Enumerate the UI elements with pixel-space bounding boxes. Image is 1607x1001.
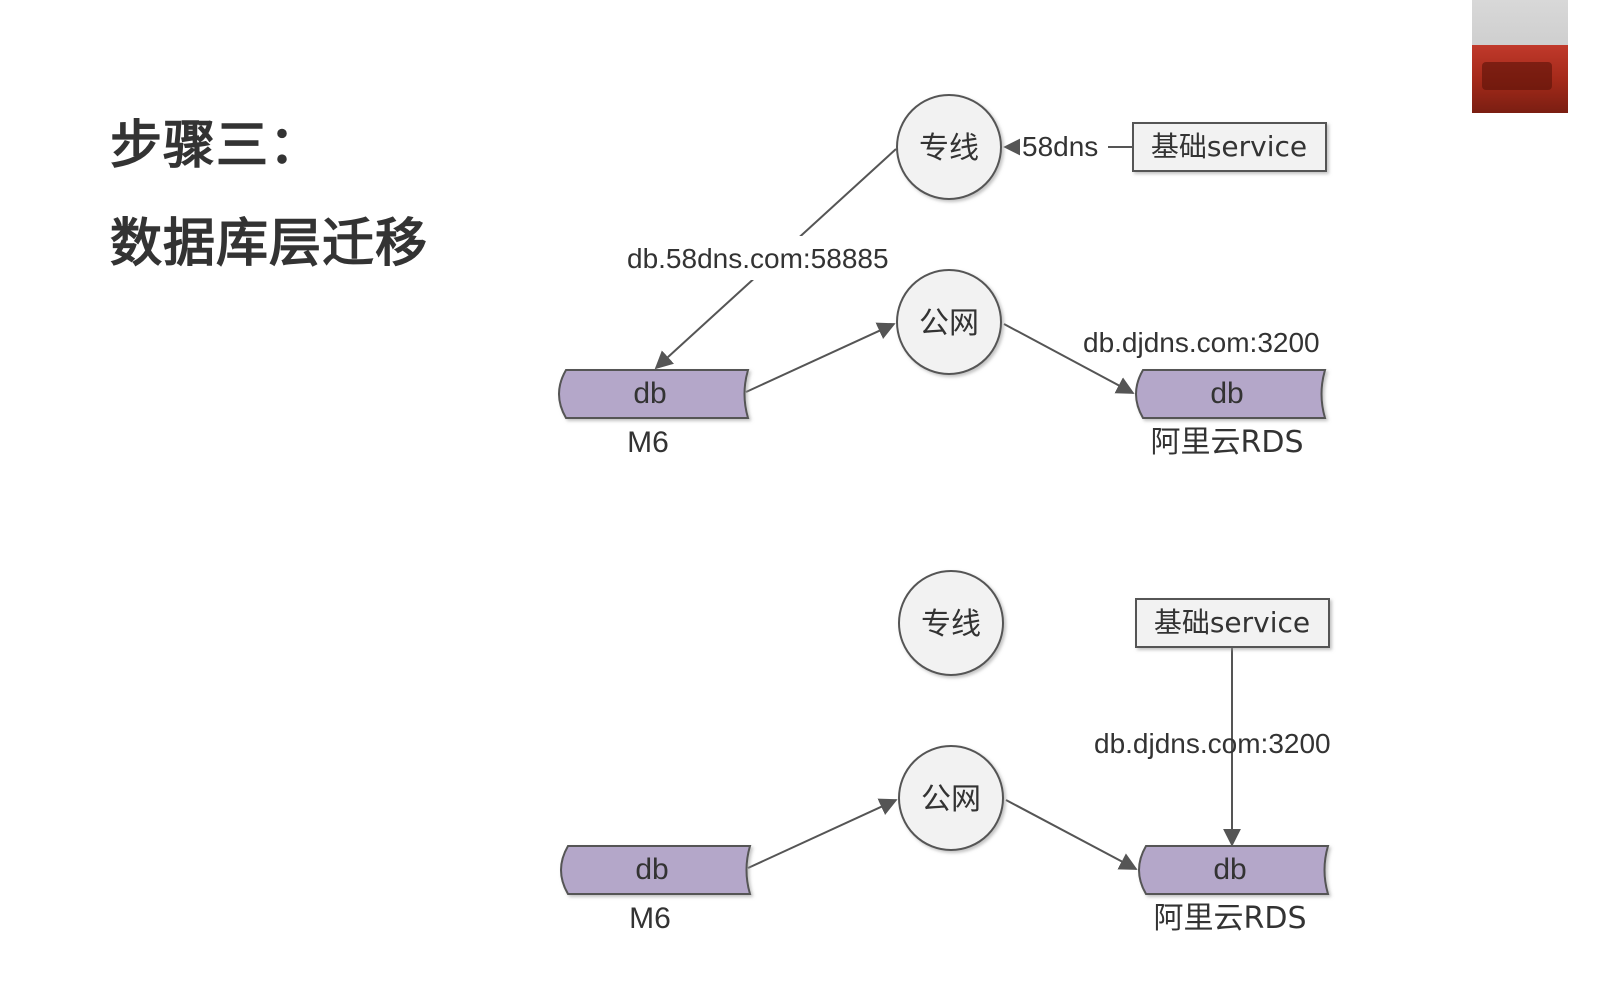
webcam-overlay (1472, 0, 1568, 113)
db-m6-label: db (633, 377, 666, 410)
db-m6-bottom-caption: M6 (629, 902, 671, 935)
edge-m6-to-public-bottom (747, 798, 898, 869)
edge-label-djdns-bottom: db.djdns.com:3200 (1094, 728, 1331, 759)
db-m6-bottom-label: db (635, 853, 668, 886)
db-rds-label: db (1210, 377, 1243, 410)
edge-label-djdns: db.djdns.com:3200 (1083, 327, 1320, 358)
db-rds: db 阿里云RDS (1135, 369, 1327, 460)
db-rds-caption: 阿里云RDS (1151, 425, 1304, 460)
db-rds-bottom-label: db (1213, 853, 1246, 886)
edge-public-to-rds (1003, 323, 1135, 394)
db-m6-caption: M6 (627, 426, 669, 459)
slide-title-topic: 数据库层迁移 (110, 214, 429, 274)
db-m6-bottom: db M6 (560, 845, 752, 935)
dns-label: 58dns (1022, 131, 1098, 162)
db-rds-bottom: db 阿里云RDS (1138, 845, 1330, 936)
edge-label-58dns: db.58dns.com:58885 (627, 243, 889, 274)
dns-label-bg (1020, 128, 1108, 164)
service-box-bottom: 基础service (1135, 598, 1330, 648)
service-box-bottom-label: 基础service (1154, 606, 1310, 639)
node-private-line: 专线 (896, 94, 1002, 200)
service-box: 基础service (1132, 122, 1327, 172)
db-rds-bottom-caption: 阿里云RDS (1154, 901, 1307, 936)
node-public-net-bottom: 公网 (898, 745, 1004, 851)
edge-m6-to-public (745, 322, 896, 393)
node-public-net-label: 公网 (919, 306, 979, 341)
diagram-top: db.58dns.com:58885 db.djdns.com:3200 58d… (558, 94, 1327, 460)
node-private-line-label: 专线 (919, 131, 979, 166)
edge-public-to-rds-bottom (1005, 799, 1138, 870)
node-private-line-bottom: 专线 (898, 570, 1004, 676)
node-public-net-bottom-label: 公网 (921, 782, 981, 817)
edge-label-bg (622, 236, 922, 280)
service-box-label: 基础service (1151, 130, 1307, 163)
slide-title-step: 步骤三： (110, 116, 323, 176)
node-private-line-bottom-label: 专线 (921, 607, 981, 642)
diagram-bottom: db.djdns.com:3200 专线 公网 基础service db M6 … (560, 570, 1331, 936)
db-m6: db M6 (558, 369, 750, 459)
node-public-net: 公网 (896, 269, 1002, 375)
